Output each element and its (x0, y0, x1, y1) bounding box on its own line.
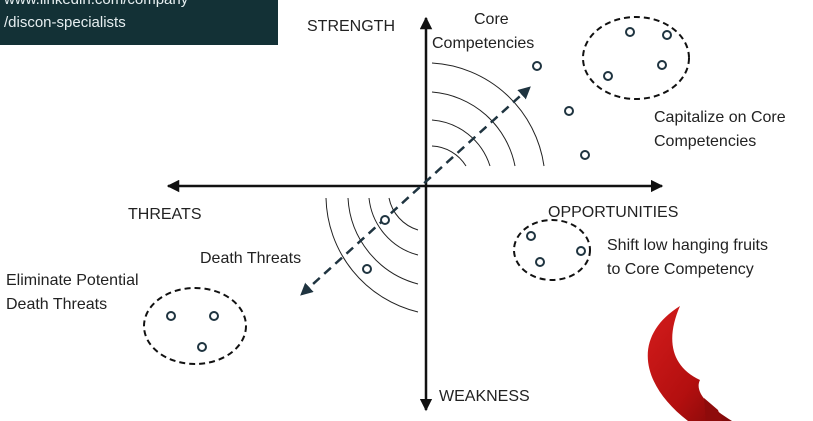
cluster-shift (513, 219, 591, 281)
axis-label-opportunities: OPPORTUNITIES (548, 204, 678, 221)
website-banner: www.linkedin.com/company /discon-special… (0, 0, 278, 45)
strength-ripples (431, 62, 545, 167)
label-core-line1: Core (474, 11, 509, 28)
label-shift-line1: Shift low hanging fruits (607, 237, 768, 254)
red-arrowhead (704, 398, 722, 421)
axis-label-strength: STRENGTH (307, 18, 395, 35)
cluster-capitalize (582, 16, 690, 100)
label-capitalize-line2: Competencies (654, 133, 756, 150)
axis-label-weakness: WEAKNESS (439, 388, 530, 405)
label-core-line2: Competencies (432, 35, 534, 52)
label-capitalize-line1: Capitalize on Core (654, 109, 786, 126)
red-curved-arrow (647, 306, 732, 421)
diagonal-dashed-arrow (300, 86, 531, 296)
axis-label-threats: THREATS (128, 206, 201, 223)
label-death-threats: Death Threats (200, 250, 301, 267)
cluster-eliminate (143, 287, 247, 365)
threat-ripples (325, 197, 419, 313)
label-eliminate-line1: Eliminate Potential (6, 272, 139, 289)
label-shift-line2: to Core Competency (607, 261, 754, 278)
core-points (532, 61, 590, 160)
banner-url-line2[interactable]: /discon-specialists (4, 14, 126, 31)
label-eliminate-line2: Death Threats (6, 296, 107, 313)
banner-url-line1[interactable]: www.linkedin.com/company (3, 0, 189, 8)
death-threat-points (362, 215, 390, 274)
